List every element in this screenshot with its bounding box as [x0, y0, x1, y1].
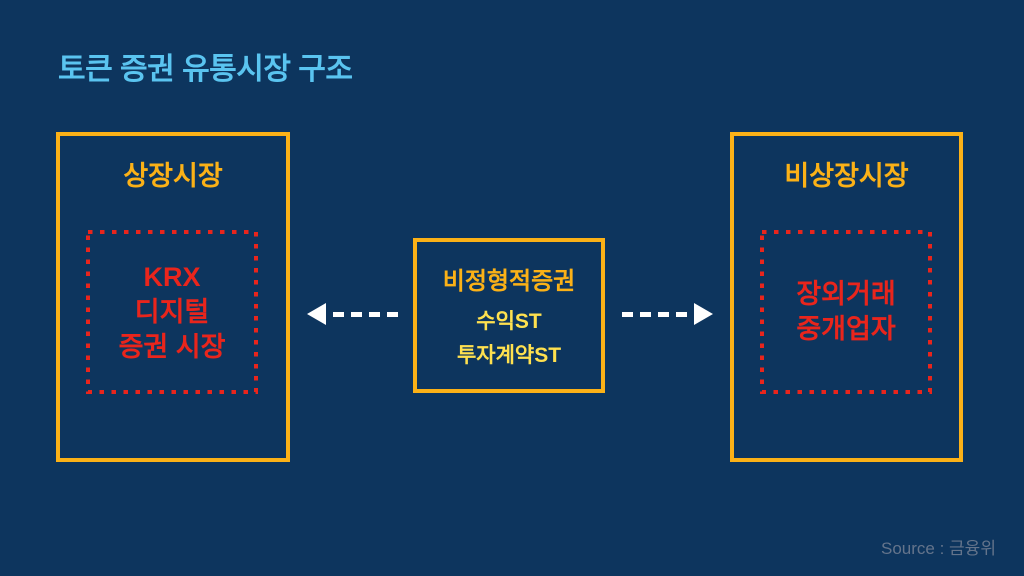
security-item-2: 투자계약ST	[456, 344, 562, 367]
arrow-left-head-icon	[307, 303, 326, 325]
otc-line-2: 중개업자	[796, 314, 896, 344]
krx-line-3: 증권 시장	[118, 331, 226, 362]
arrow-dash	[369, 311, 380, 317]
atypical-securities-items: 수익ST 투자계약ST	[457, 305, 561, 373]
krx-line-1: KRX	[143, 261, 201, 292]
arrow-dash	[351, 311, 362, 317]
arrow-dash	[387, 311, 398, 317]
otc-broker-label: 장외거래 중개업자	[760, 230, 932, 394]
krx-line-2: 디지털	[134, 296, 210, 327]
arrow-dash	[333, 311, 344, 317]
security-item-1: 수익ST	[476, 310, 542, 333]
listed-market-title: 상장시장	[123, 161, 223, 191]
arrow-dash	[622, 311, 633, 317]
arrow-right-head-icon	[694, 303, 713, 325]
listed-market-box: 상장시장 KRX 디지털 증권 시장	[56, 132, 290, 462]
arrow-left	[307, 303, 398, 325]
atypical-securities-box: 비정형적증권 수익ST 투자계약ST	[413, 238, 605, 393]
krx-digital-market-label: KRX 디지털 증권 시장	[86, 230, 258, 394]
otc-broker-box: 장외거래 중개업자	[760, 230, 932, 394]
arrow-dash	[676, 311, 687, 317]
dotted-border	[86, 230, 258, 394]
page-title: 토큰 증권 유통시장 구조	[58, 53, 353, 86]
dotted-border	[760, 230, 932, 394]
arrow-dash	[640, 311, 651, 317]
unlisted-market-title: 비상장시장	[784, 161, 909, 191]
atypical-securities-title: 비정형적증권	[442, 268, 576, 295]
otc-line-1: 장외거래	[796, 279, 896, 309]
arrow-right	[622, 303, 713, 325]
source-note: Source : 금융위	[881, 539, 996, 558]
krx-digital-market-box: KRX 디지털 증권 시장	[86, 230, 258, 394]
unlisted-market-box: 비상장시장 장외거래 중개업자	[730, 132, 963, 462]
arrow-dash	[658, 311, 669, 317]
